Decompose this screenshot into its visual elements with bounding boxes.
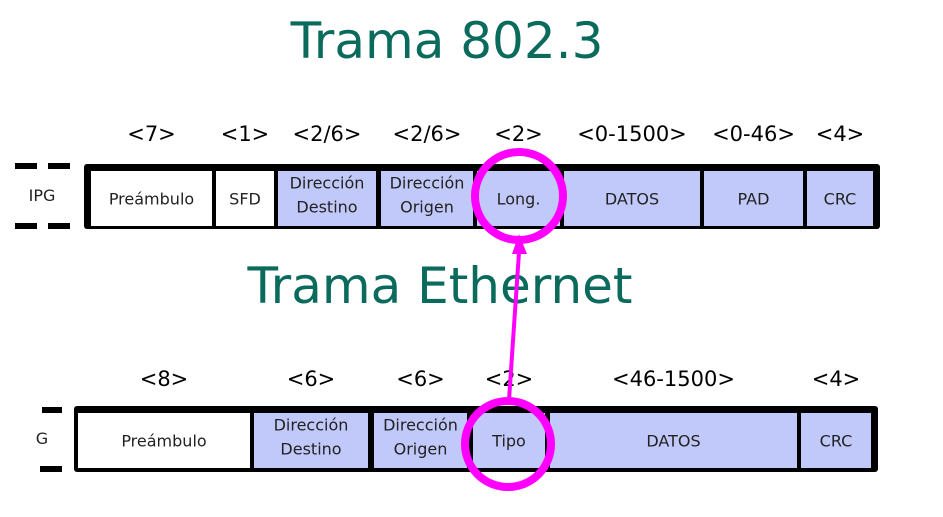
field-crc: <4> CRC — [801, 367, 871, 468]
field-name: Preámbulo — [121, 432, 206, 451]
frame-802-3: IPG <7> Preámbulo <1> SFD <2/6> DirecciónDest… — [15, 122, 880, 229]
field-name: Preámbulo — [109, 190, 194, 209]
field-name: CRC — [820, 432, 853, 451]
field-size-label: <7> — [127, 122, 176, 146]
field-box — [550, 413, 797, 468]
field-name: Dirección — [290, 174, 365, 193]
field-preámbulo: <7> Preámbulo — [91, 122, 212, 226]
field-name: Origen — [400, 198, 454, 217]
field-name: PAD — [738, 190, 770, 209]
title-ethernet: Trama Ethernet — [246, 257, 632, 315]
field-size-label: <0-1500> — [577, 122, 687, 146]
gap-label: G — [36, 429, 48, 448]
field-long: <2> Long. — [477, 122, 560, 226]
field-name: Dirección — [383, 416, 458, 435]
field-box — [801, 413, 871, 468]
field-box — [704, 171, 803, 226]
field-crc: <4> CRC — [807, 122, 873, 226]
field-preámbulo: <8> Preámbulo — [78, 367, 250, 468]
field-size-label: <2/6> — [293, 122, 362, 146]
field-size-label: <2> — [494, 122, 543, 146]
field-box — [91, 171, 212, 226]
field-name: Destino — [280, 440, 341, 459]
field-box — [374, 413, 467, 468]
field-name: CRC — [824, 190, 857, 209]
field-box — [807, 171, 873, 226]
ipg-dashes — [15, 163, 70, 229]
field-name: Dirección — [390, 174, 465, 193]
field-name: SFD — [229, 190, 261, 209]
field-box — [564, 171, 700, 226]
field-box — [216, 171, 274, 226]
ipg-label: IPG — [29, 186, 56, 205]
field-box — [477, 171, 560, 226]
field-size-label: <6> — [287, 367, 336, 391]
field-name: Long. — [497, 190, 541, 209]
field-size-label: <2/6> — [393, 122, 462, 146]
field-name: Dirección — [274, 416, 349, 435]
title-802-3: Trama 802.3 — [290, 12, 604, 70]
field-name: Tipo — [491, 432, 526, 451]
field-tipo: <2>Tipo — [473, 367, 545, 468]
field-size-label: <8> — [140, 367, 189, 391]
field-datos: <0-1500> DATOS — [564, 122, 700, 226]
arrow-line — [507, 251, 521, 401]
field-datos: <46-1500> DATOS — [550, 367, 797, 468]
field-box — [78, 413, 250, 468]
field-name: DATOS — [646, 432, 700, 451]
field-size-label: <0-46> — [712, 122, 795, 146]
field-name: Origen — [394, 440, 448, 459]
field-size-label: <4> — [812, 367, 861, 391]
field-box — [381, 171, 473, 226]
arrow-head-icon — [512, 234, 527, 254]
highlight-circle-type — [461, 397, 555, 491]
highlight-annotation — [461, 148, 567, 491]
field-box — [473, 413, 545, 468]
field-pad: <0-46> PAD — [704, 122, 803, 226]
field-name: DATOS — [605, 190, 659, 209]
field-box — [254, 413, 368, 468]
gap-dashes — [40, 407, 62, 472]
field-sfd: <1> SFD — [216, 122, 274, 226]
field-size-label: <46-1500> — [612, 367, 735, 391]
field-box — [278, 171, 376, 226]
field-size-label: <1> — [221, 122, 270, 146]
field-size-label: <4> — [816, 122, 865, 146]
field-size-label: <6> — [396, 367, 445, 391]
field-name: Destino — [296, 198, 357, 217]
